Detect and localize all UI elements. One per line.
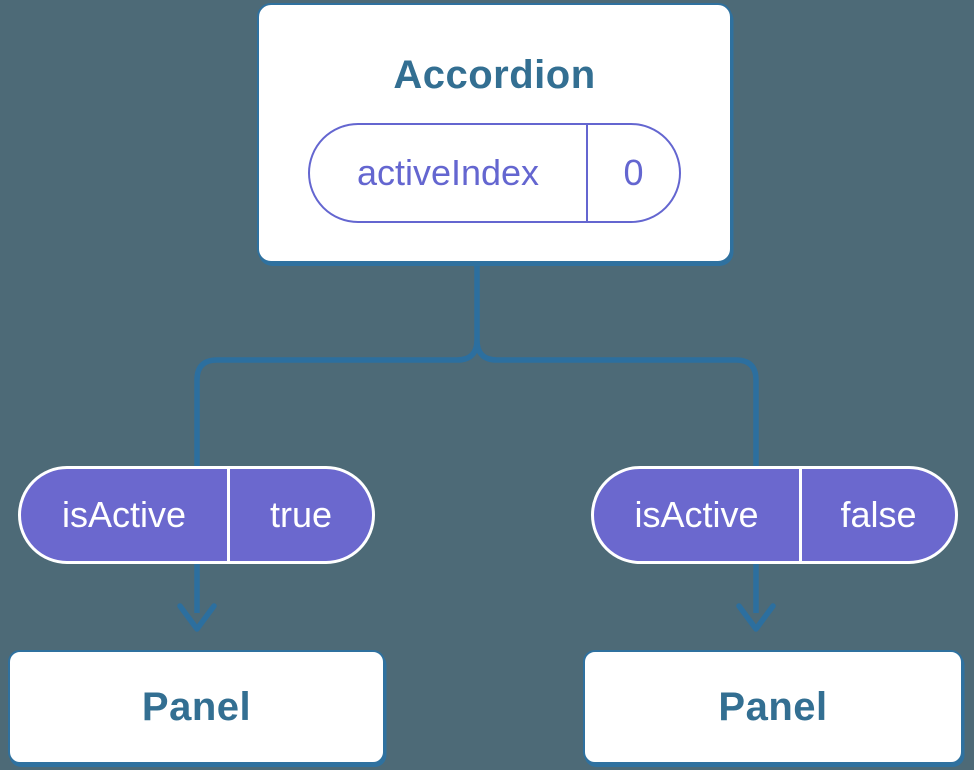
accordion-title: Accordion [393,53,596,97]
state-value-label: 0 [623,152,644,193]
prop-pill-is-active-false: isActive false [591,466,958,564]
state-name-label: activeIndex [310,125,588,221]
prop-value-label: false [840,494,917,535]
connector-tree-path [194,262,759,613]
panel-node-left: Panel [8,650,385,764]
right-arrowhead [736,603,776,632]
state-pill: activeIndex 0 [308,123,681,223]
panel-node-right: Panel [583,650,963,764]
prop-value-label: true [269,494,333,535]
prop-name-label: isActive [594,469,802,561]
accordion-node: Accordion activeIndex 0 [257,3,732,263]
left-arrowhead [177,603,217,632]
panel-label: Panel [141,685,252,729]
prop-pill-is-active-true: isActive true [18,466,375,564]
prop-name-label: isActive [21,469,230,561]
panel-label: Panel [718,685,828,729]
